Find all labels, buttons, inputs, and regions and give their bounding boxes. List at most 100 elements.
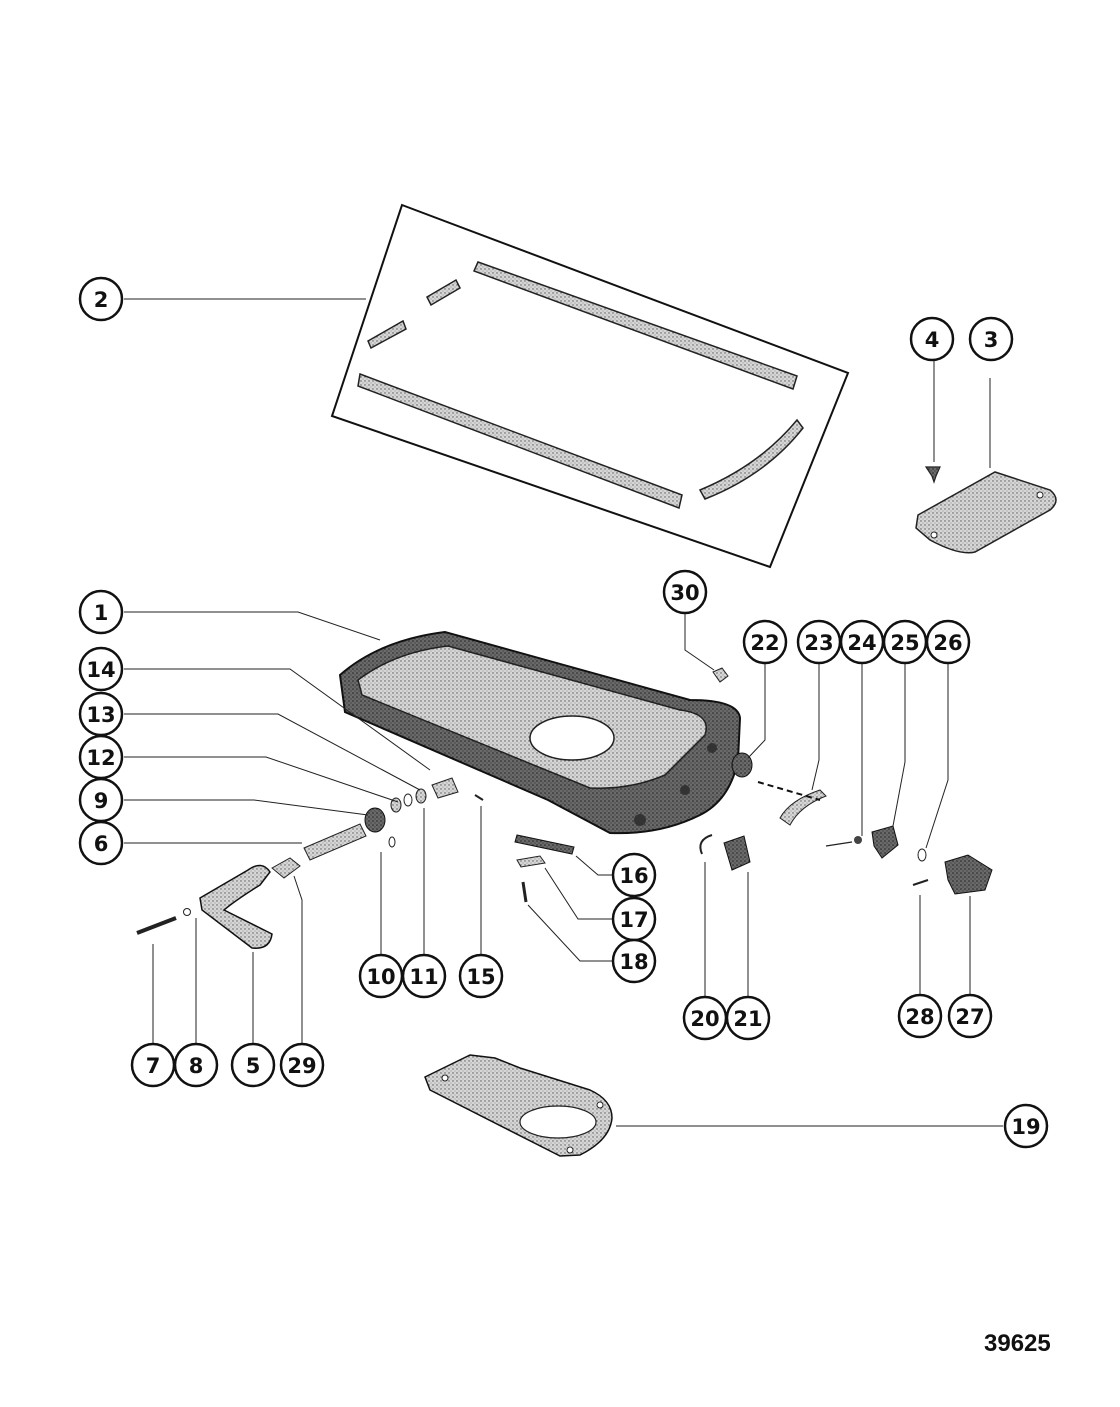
part-14-fitting bbox=[431, 777, 459, 799]
callout-label: 19 bbox=[1011, 1115, 1040, 1139]
callout-22: 22 bbox=[742, 619, 788, 665]
callout-27: 27 bbox=[947, 993, 993, 1039]
callout-label: 21 bbox=[733, 1007, 762, 1031]
callout-9: 9 bbox=[78, 777, 124, 823]
callout-26: 26 bbox=[925, 619, 971, 665]
callout-8: 8 bbox=[173, 1042, 219, 1088]
callout-11: 11 bbox=[401, 953, 447, 999]
callout-label: 5 bbox=[246, 1054, 261, 1078]
part-21-grommet bbox=[723, 835, 751, 871]
callout-label: 13 bbox=[86, 703, 115, 727]
part-10-ring bbox=[388, 836, 396, 848]
part-8-washer bbox=[183, 908, 191, 916]
part-22-bushing bbox=[731, 752, 753, 778]
part-25-knob bbox=[871, 825, 899, 859]
callout-label: 10 bbox=[366, 965, 395, 989]
callout-label: 18 bbox=[619, 950, 648, 974]
callout-12: 12 bbox=[78, 734, 124, 780]
callout-label: 20 bbox=[690, 1007, 719, 1031]
callout-29: 29 bbox=[279, 1042, 325, 1088]
part-7-bolt bbox=[136, 916, 177, 935]
callout-label: 7 bbox=[146, 1054, 161, 1078]
callout-label: 8 bbox=[189, 1054, 204, 1078]
callout-16: 16 bbox=[611, 852, 657, 898]
callout-1: 1 bbox=[78, 589, 124, 635]
callout-label: 22 bbox=[750, 631, 779, 655]
part-17-plate bbox=[516, 855, 546, 868]
callout-label: 29 bbox=[287, 1054, 316, 1078]
callout-label: 27 bbox=[955, 1005, 984, 1029]
callout-label: 24 bbox=[847, 631, 876, 655]
screw bbox=[924, 466, 941, 484]
part-5-handle bbox=[199, 864, 273, 949]
callout-21: 21 bbox=[725, 995, 771, 1041]
callout-label: 16 bbox=[619, 864, 648, 888]
small-parts bbox=[136, 667, 993, 949]
bottom-cowl bbox=[338, 630, 742, 835]
callout-17: 17 bbox=[611, 896, 657, 942]
callout-label: 14 bbox=[86, 658, 115, 682]
cover-plate-assembly bbox=[915, 466, 1057, 554]
callout-label: 30 bbox=[670, 581, 699, 605]
gasket bbox=[424, 1054, 613, 1157]
callout-19: 19 bbox=[1003, 1103, 1049, 1149]
part-13-washer bbox=[415, 788, 427, 804]
callout-28: 28 bbox=[897, 993, 943, 1039]
callout-7: 7 bbox=[130, 1042, 176, 1088]
leader-lines bbox=[124, 298, 1003, 1127]
part-18-pin bbox=[521, 881, 528, 903]
part-12-washer bbox=[403, 793, 413, 807]
callout-label: 1 bbox=[94, 601, 109, 625]
callout-label: 2 bbox=[94, 288, 109, 312]
callout-2: 2 bbox=[78, 276, 124, 322]
callout-label: 28 bbox=[905, 1005, 934, 1029]
part-30-nut bbox=[712, 667, 729, 683]
part-29-washer bbox=[271, 857, 301, 879]
cover-plate bbox=[915, 471, 1057, 554]
callout-label: 15 bbox=[466, 965, 495, 989]
callout-label: 12 bbox=[86, 746, 115, 770]
callout-3: 3 bbox=[968, 316, 1014, 362]
callout-10: 10 bbox=[358, 953, 404, 999]
callout-24: 24 bbox=[839, 619, 885, 665]
callout-15: 15 bbox=[458, 953, 504, 999]
callout-13: 13 bbox=[78, 691, 124, 737]
part-16-plate bbox=[514, 834, 575, 855]
callout-label: 4 bbox=[925, 328, 940, 352]
callout-label: 11 bbox=[409, 965, 438, 989]
callout-6: 6 bbox=[78, 820, 124, 866]
callout-5: 5 bbox=[230, 1042, 276, 1088]
callout-18: 18 bbox=[611, 938, 657, 984]
seal-strip-top-long bbox=[472, 261, 798, 390]
callout-23: 23 bbox=[796, 619, 842, 665]
seal-strip-bottom-curved bbox=[698, 418, 804, 500]
part-15-pin bbox=[474, 794, 484, 801]
callout-4: 4 bbox=[909, 316, 955, 362]
part-24-screw bbox=[854, 836, 862, 844]
part-28-pin bbox=[912, 879, 929, 886]
callout-label: 6 bbox=[94, 832, 109, 856]
part-6-shaft bbox=[303, 823, 367, 861]
callout-20: 20 bbox=[682, 995, 728, 1041]
seal-strip-bottom-long bbox=[357, 372, 683, 510]
seal-strip-left-short bbox=[367, 319, 407, 350]
callout-30: 30 bbox=[662, 569, 708, 615]
callout-label: 3 bbox=[984, 328, 999, 352]
part-9-bearing bbox=[364, 807, 386, 833]
callout-14: 14 bbox=[78, 646, 124, 692]
part-20-clip bbox=[699, 834, 713, 855]
callout-label: 9 bbox=[94, 789, 109, 813]
seal-kit-frame bbox=[330, 203, 850, 569]
callout-label: 26 bbox=[933, 631, 962, 655]
seal-strip-top-short bbox=[426, 278, 461, 307]
part-12-washer-b bbox=[390, 797, 402, 813]
callout-label: 23 bbox=[804, 631, 833, 655]
part-27-handle bbox=[944, 854, 993, 895]
callout-25: 25 bbox=[882, 619, 928, 665]
drawing-number: 39625 bbox=[984, 1330, 1051, 1357]
callout-label: 25 bbox=[890, 631, 919, 655]
callout-label: 17 bbox=[619, 908, 648, 932]
part-26-washer bbox=[917, 848, 927, 862]
part-23-lever bbox=[779, 789, 827, 826]
